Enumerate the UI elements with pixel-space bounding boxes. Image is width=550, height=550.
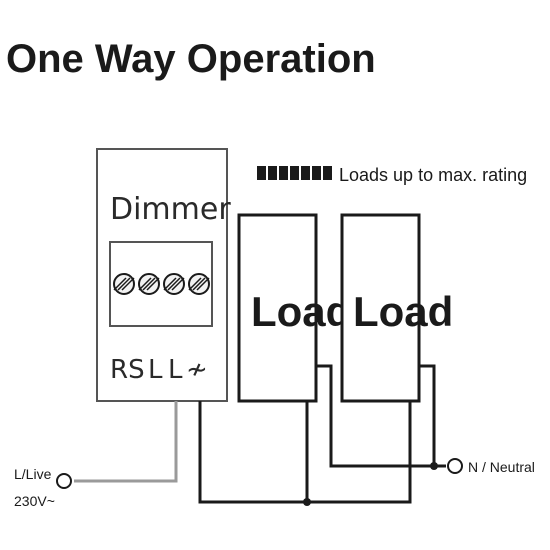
legend-text: Loads up to max. rating bbox=[339, 165, 527, 185]
terminal-label-l1: L bbox=[148, 355, 163, 385]
screw-icon bbox=[188, 273, 210, 295]
neutral-terminal-circle bbox=[447, 458, 463, 474]
junction-dots bbox=[303, 462, 438, 506]
neutral-label: N / Neutral bbox=[468, 459, 535, 475]
legend-segment bbox=[301, 166, 310, 180]
page-title: One Way Operation bbox=[6, 37, 376, 81]
neutral-wire-load-2 bbox=[419, 364, 436, 466]
legend-segment bbox=[290, 166, 299, 180]
terminal-label-l2: L bbox=[168, 355, 183, 385]
load-box-2: Load bbox=[340, 213, 453, 403]
live-label: L/Live bbox=[14, 466, 52, 482]
dimmer-label: Dimmer bbox=[110, 192, 231, 227]
neutral-wire-load-1 bbox=[316, 364, 446, 468]
legend-segment bbox=[312, 166, 321, 180]
terminal-screws bbox=[113, 273, 210, 295]
legend-bar-icon bbox=[257, 166, 332, 180]
switched-wire bbox=[198, 401, 412, 504]
load-box-1: Load bbox=[237, 213, 351, 403]
neutral-terminal: N / Neutral bbox=[447, 458, 535, 475]
legend-segment bbox=[279, 166, 288, 180]
live-terminal-circle bbox=[56, 473, 72, 489]
screw-icon bbox=[163, 273, 185, 295]
legend-segment bbox=[257, 166, 266, 180]
dimmer-output-symbol: ≁ bbox=[186, 355, 208, 385]
legend-segment bbox=[323, 166, 332, 180]
load-legend: Loads up to max. rating bbox=[257, 165, 527, 185]
screw-icon bbox=[113, 273, 135, 295]
junction-dot bbox=[303, 498, 311, 506]
load-1-label: Load bbox=[251, 288, 351, 335]
dimmer-box: Dimmer RS L L ≁ bbox=[96, 148, 231, 402]
screw-icon bbox=[138, 273, 160, 295]
live-terminal: L/Live 230V~ bbox=[14, 466, 72, 509]
load-2-label: Load bbox=[353, 288, 453, 335]
junction-dot bbox=[430, 462, 438, 470]
legend-segment bbox=[268, 166, 277, 180]
terminal-label-rs: RS bbox=[110, 355, 145, 385]
live-wire bbox=[74, 401, 178, 483]
live-voltage-label: 230V~ bbox=[14, 493, 55, 509]
